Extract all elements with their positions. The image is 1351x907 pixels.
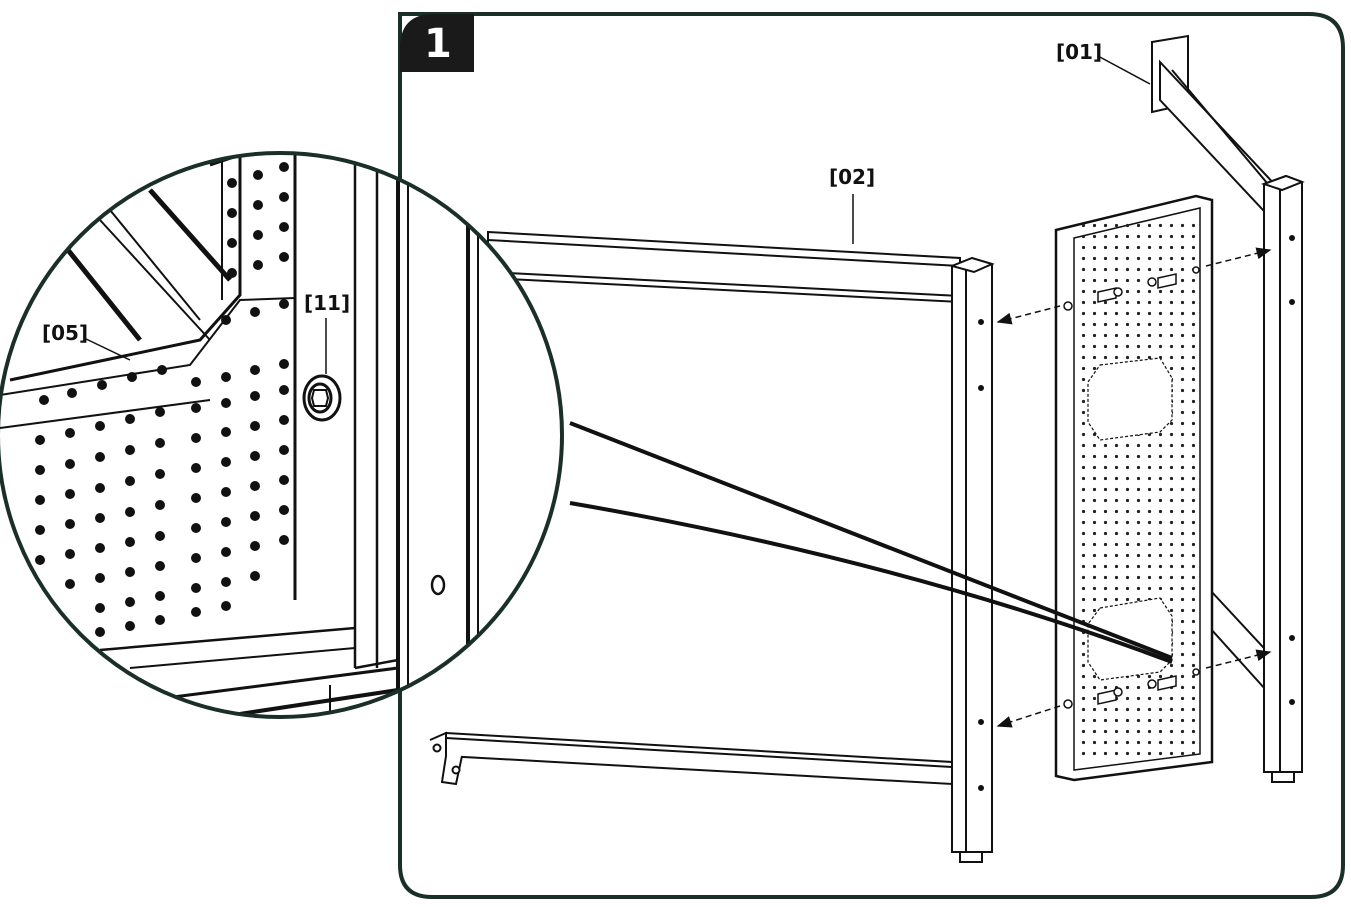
- pegboard-panel: [1054, 194, 1214, 782]
- insertion-arrows: [996, 247, 1272, 728]
- step-badge: 1: [400, 14, 474, 72]
- magnifier-connector: [569, 421, 1173, 664]
- callouts: [01] [02] [05] [11]: [42, 40, 1151, 374]
- label-part-02: [02]: [829, 165, 875, 189]
- front-leg: [948, 256, 995, 863]
- step-number: 1: [424, 21, 452, 67]
- nut-icon: [302, 374, 342, 422]
- label-part-01: [01]: [1056, 40, 1102, 64]
- bolt-set: [1063, 266, 1200, 709]
- bottom-rail: [429, 731, 953, 786]
- back-frame: [1151, 34, 1305, 783]
- label-part-11: [11]: [304, 291, 350, 315]
- top-rail: [487, 230, 961, 304]
- step-frame: [398, 12, 1345, 899]
- magnifier-detail: [0, 151, 564, 719]
- label-part-05: [05]: [42, 321, 88, 345]
